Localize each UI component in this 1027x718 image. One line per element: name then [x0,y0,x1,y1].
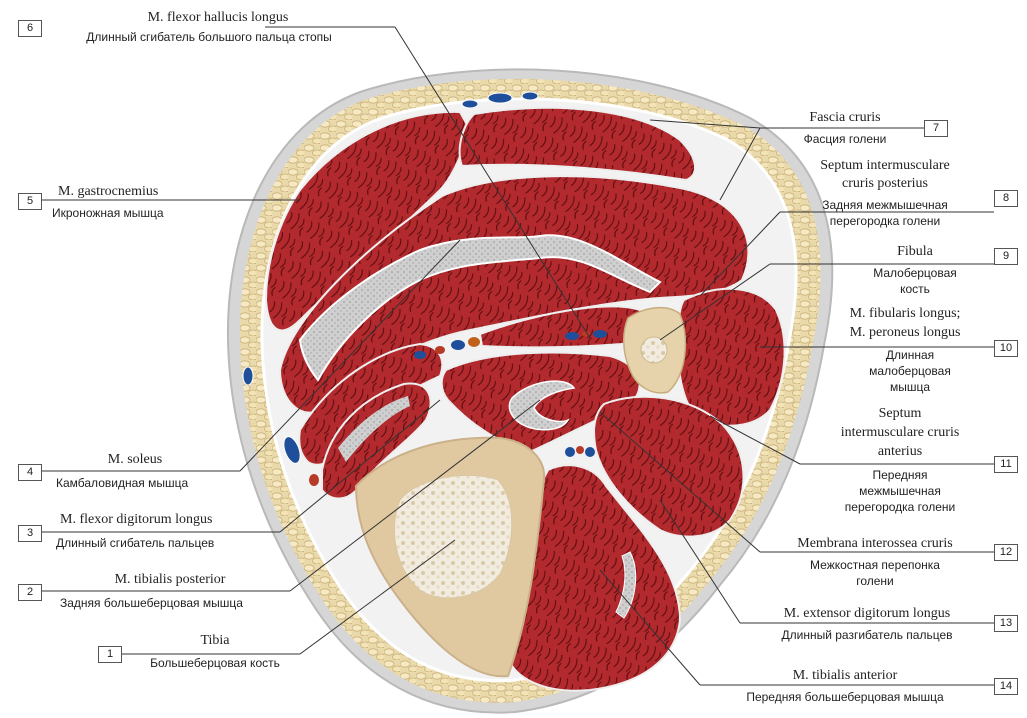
label-number-12: 12 [994,544,1018,561]
label-3-latin: M. flexor digitorum longus [60,512,212,527]
label-14-latin: M. tibialis anterior [700,668,990,683]
label-9-russian-2: кость [850,282,980,297]
label-11-latin-2: intermusculare cruris [810,425,990,440]
label-12-latin: Membrana interossea cruris [760,536,990,551]
label-5-latin: M. gastrocnemius [58,184,158,199]
label-9-russian-1: Малоберцовая [850,266,980,281]
label-number-10: 10 [994,340,1018,357]
label-11-latin-1: Septum [810,406,990,421]
label-8-latin-1: Septum intermusculare [790,158,980,173]
label-2-latin: M. tibialis posterior [70,572,270,587]
label-4-russian: Камбаловидная мышца [56,476,188,491]
label-number-1: 1 [98,646,122,663]
label-1-russian: Большеберцовая кость [140,656,290,671]
label-number-7: 7 [924,120,948,137]
label-11-latin-3: anterius [810,444,990,459]
label-12-russian-2: голени [760,574,990,589]
label-10-latin-1: M. fibularis longus; [820,306,990,321]
label-10-russian-2: малоберцовая [830,364,990,379]
label-8-russian-2: перегородка голени [790,214,980,229]
label-10-latin-2: M. peroneus longus [820,325,990,340]
label-8-russian-1: Задняя межмышечная [790,198,980,213]
label-4-latin: M. soleus [50,452,220,467]
label-10-russian-1: Длинная [830,348,990,363]
label-7-latin: Fascia cruris [780,110,910,125]
label-number-3: 3 [18,525,42,542]
label-number-9: 9 [994,248,1018,265]
label-number-8: 8 [994,190,1018,207]
label-2-russian: Задняя большеберцовая мышца [60,596,243,611]
label-number-2: 2 [18,584,42,601]
label-11-russian-2: межмышечная [810,484,990,499]
label-8-latin-2: cruris posterius [790,176,980,191]
label-13-latin: M. extensor digitorum longus [744,606,990,621]
label-10-russian-3: мышца [830,380,990,395]
label-6-latin: M. flexor hallucis longus [118,10,318,25]
label-11-russian-1: Передняя [810,468,990,483]
label-1-latin: Tibia [140,633,290,648]
label-number-5: 5 [18,193,42,210]
label-12-russian-1: Межкостная перепонка [760,558,990,573]
label-3-russian: Длинный сгибатель пальцев [56,536,214,551]
label-6-russian: Длинный сгибатель большого пальца стопы [44,30,374,45]
label-9-latin: Fibula [850,244,980,259]
label-number-4: 4 [18,464,42,481]
label-number-11: 11 [994,456,1018,473]
label-11-russian-3: перегородка голени [810,500,990,515]
label-14-russian: Передняя большеберцовая мышца [700,690,990,705]
label-13-russian: Длинный разгибатель пальцев [744,628,990,643]
label-number-6: 6 [18,20,42,37]
label-5-russian: Икроножная мышца [52,206,164,221]
label-number-14: 14 [994,678,1018,695]
label-number-13: 13 [994,615,1018,632]
label-7-russian: Фасция голени [780,132,910,147]
